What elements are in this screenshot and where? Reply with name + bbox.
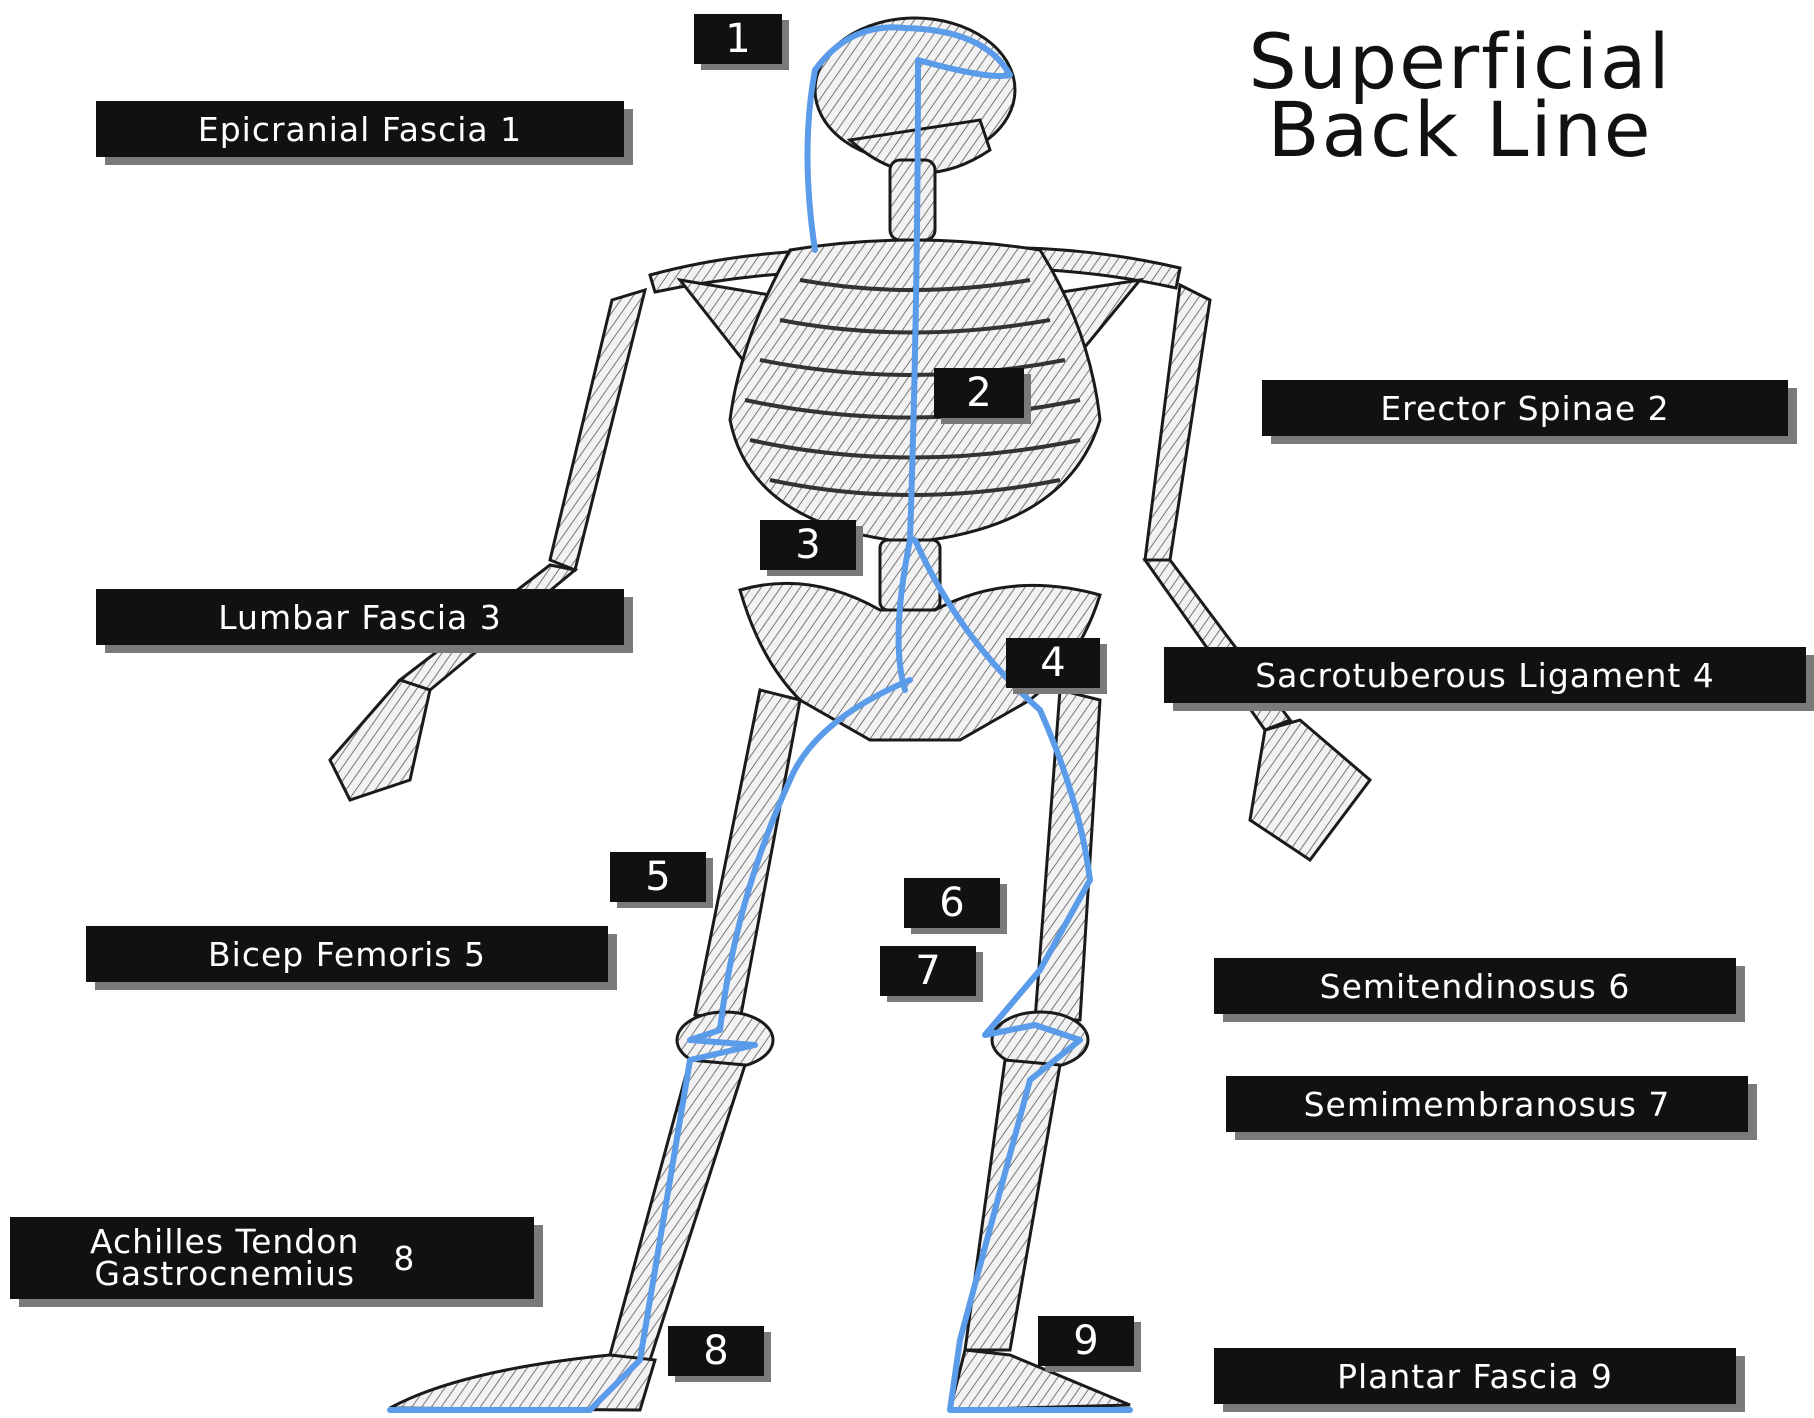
marker-6: 6 — [904, 878, 1000, 928]
label-sacrotuberous-ligament: Sacrotuberous Ligament 4 — [1164, 647, 1806, 703]
label-lumbar-fascia: Lumbar Fascia 3 — [96, 589, 624, 645]
left-femur — [695, 690, 800, 1020]
left-humerus — [550, 290, 645, 570]
marker-9: 9 — [1038, 1316, 1134, 1366]
marker-1: 1 — [694, 14, 782, 64]
right-humerus — [1145, 285, 1210, 560]
right-tibia — [965, 1060, 1060, 1350]
label-semitendinosus: Semitendinosus 6 — [1214, 958, 1736, 1014]
achilles-line-2: Gastrocnemius — [94, 1258, 355, 1290]
left-tibia — [610, 1060, 745, 1360]
label-epicranial-fascia: Epicranial Fascia 1 — [96, 101, 624, 157]
marker-7: 7 — [880, 946, 976, 996]
label-achilles-gastrocnemius: Achilles Tendon Gastrocnemius 8 — [10, 1217, 534, 1299]
right-femur — [1035, 690, 1100, 1020]
marker-3: 3 — [760, 520, 856, 570]
label-bicep-femoris: Bicep Femoris 5 — [86, 926, 608, 982]
title-line-2: Back Line — [1150, 96, 1770, 164]
back-line-left-leg — [390, 680, 910, 1410]
left-hand — [330, 680, 430, 800]
diagram-title: Superficial Back Line — [1150, 28, 1770, 164]
marker-5: 5 — [610, 852, 706, 902]
right-forearm — [1145, 560, 1290, 730]
label-semimembranosus: Semimembranosus 7 — [1226, 1076, 1748, 1132]
cervical-spine — [890, 160, 935, 240]
right-hand — [1250, 720, 1370, 860]
marker-8: 8 — [668, 1326, 764, 1376]
marker-4: 4 — [1006, 638, 1100, 688]
achilles-text: Achilles Tendon Gastrocnemius — [90, 1226, 359, 1290]
label-plantar-fascia: Plantar Fascia 9 — [1214, 1348, 1736, 1404]
label-erector-spinae: Erector Spinae 2 — [1262, 380, 1788, 436]
achilles-number: 8 — [393, 1239, 415, 1278]
marker-2: 2 — [934, 368, 1024, 418]
